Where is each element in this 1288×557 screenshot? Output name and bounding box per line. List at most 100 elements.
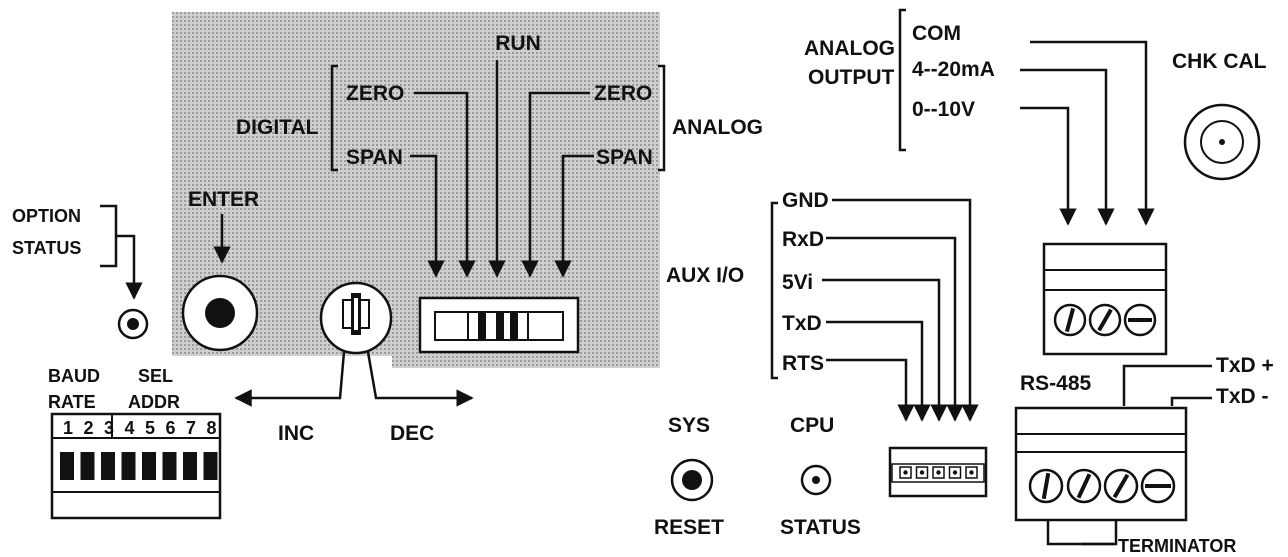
dip-lever[interactable] [203,452,218,480]
analog-4-20ma-label: 4--20mA [912,58,995,81]
aux-pin-dot [969,470,974,475]
terminator-bracket [1046,520,1118,546]
txd-plus-label: TxD + [1216,354,1274,377]
txd-wire [826,320,931,422]
rs485-label: RS-485 [1020,372,1092,395]
analog-zero-arrow [521,91,590,278]
cpu-status-led [800,464,832,496]
analog-zero-label: ZERO [594,82,652,105]
aux-rxd-label: RxD [782,228,824,251]
txd-plus-wire [1122,364,1212,406]
dip-lever[interactable] [60,452,74,480]
aux-pin-dot [919,470,925,475]
option-status-arrow [116,234,143,300]
dip-number: 8 [207,418,217,438]
sys-reset-button[interactable] [670,458,714,502]
analog-output-bracket [898,8,906,152]
terminator-label: TERMINATOR [1118,536,1236,556]
analog-label: ANALOG [672,116,763,139]
chk-cal-port[interactable] [1183,103,1261,181]
dip-lever[interactable] [183,452,197,480]
digital-zero-label: ZERO [346,82,404,105]
analog-output-terminal-block[interactable] [1042,242,1168,356]
analog-0-10v-label: 0--10V [912,98,975,121]
dip-lever[interactable] [162,452,177,480]
dip-lever[interactable] [121,452,136,480]
analog-bracket [658,64,666,172]
baud-label-2: RATE [48,392,96,412]
shaded-panel [172,12,660,368]
analog-span-arrow [554,154,594,278]
txd-minus-wire [1170,396,1212,406]
aux-io-pins [899,466,978,479]
com-wire [1030,40,1155,226]
5vi-wire [822,278,948,422]
analog-com-label: COM [912,22,961,45]
screw-slot [1064,307,1076,333]
cpu-label: CPU [790,414,834,437]
gnd-wire [832,198,979,422]
screw-slot [1041,472,1051,500]
enter-label: ENTER [188,188,259,211]
rxd-wire [826,236,964,422]
digital-span-label: SPAN [346,146,403,169]
dip-number: 5 [145,418,155,438]
inc-dec-knob[interactable] [319,281,393,355]
digital-label: DIGITAL [236,116,319,139]
run-label: RUN [495,32,541,55]
sel-label-2: ADDR [128,392,180,412]
digital-span-arrow [410,154,445,278]
aux-txd-label: TxD [782,312,822,335]
dip-lever[interactable] [101,452,115,480]
inc-label: INC [278,422,314,445]
analog-terminal-screws [1053,303,1157,337]
dip-lever[interactable] [142,452,156,480]
dip-number: 6 [166,418,176,438]
sel-label-1: SEL [138,366,173,386]
aux-pin-dot [952,470,958,475]
dip-lever[interactable] [80,452,95,480]
aux-rts-label: RTS [782,352,824,375]
dip-number: 3 [104,418,114,438]
baud-label-1: BAUD [48,366,100,386]
dip-number: 4 [125,418,135,438]
aux-io-bracket [770,201,778,380]
dip-number: 7 [186,418,196,438]
aux-5vi-label: 5Vi [782,271,813,294]
screw-slot [1076,473,1092,499]
0-10v-wire [1020,106,1077,226]
rs485-terminal-screws [1028,468,1176,504]
dec-label: DEC [390,422,434,445]
aux-pin-dot [936,470,941,475]
dec-arrow [366,351,474,407]
cpu-status-label: STATUS [780,516,861,539]
4-20ma-wire [1020,68,1115,226]
mode-slide-switch[interactable] [418,296,580,354]
reset-label: RESET [654,516,724,539]
rts-wire [826,358,915,422]
dip-number: 2 [84,418,94,438]
option-status-led [117,308,149,340]
dip-switch-levers [60,452,218,480]
analog-output-label-2: OUTPUT [808,66,895,89]
digital-zero-arrow [414,91,476,278]
analog-span-label: SPAN [596,146,653,169]
enter-button[interactable] [181,274,259,352]
dip-number: 1 [63,418,73,438]
aux-gnd-label: GND [782,189,829,212]
txd-minus-label: TxD - [1216,385,1269,408]
aux-pin-dot [903,470,908,475]
analog-output-label-1: ANALOG [804,37,895,60]
screw-slot [1097,308,1113,332]
option-status-label-1: OPTION [12,206,81,226]
digital-bracket [330,64,338,172]
inc-arrow [234,351,346,407]
chk-cal-label: CHK CAL [1172,50,1267,73]
option-status-bracket [100,204,118,268]
rs485-terminal-block[interactable] [1014,406,1188,522]
screw-slot [1112,473,1130,499]
option-status-label-2: STATUS [12,238,81,258]
sys-label: SYS [668,414,710,437]
